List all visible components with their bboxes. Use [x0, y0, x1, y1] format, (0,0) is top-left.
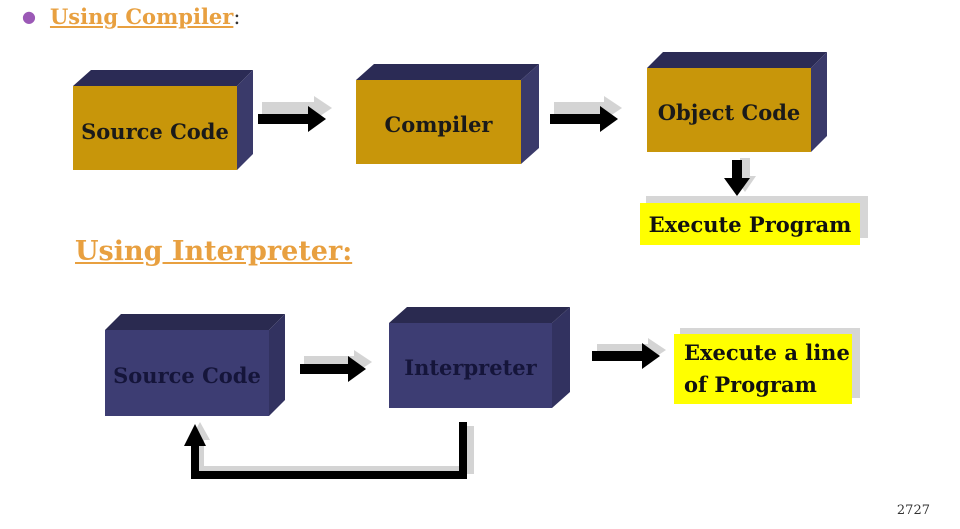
source-code-box-interpreter	[105, 314, 285, 416]
source-code-box-compiler	[73, 70, 253, 170]
object-code-label: Object Code	[657, 99, 801, 125]
arrow-compiler-to-object	[550, 96, 622, 132]
bullet-dot-icon: ●	[22, 7, 36, 26]
page-number: 2727	[896, 503, 930, 518]
compiler-section-title: ● Using Compiler:	[22, 4, 240, 29]
execute-program-box	[640, 196, 868, 245]
interpreter-label: Interpreter	[404, 354, 537, 380]
compiler-label: Compiler	[384, 111, 493, 137]
arrow-source-to-interpreter	[300, 350, 372, 382]
execute-line-text-1: Execute a line	[684, 340, 850, 365]
execute-line-label: Execute a line of Program	[684, 337, 850, 401]
execute-program-label: Execute Program	[648, 211, 852, 237]
compiler-title-text: Using Compiler	[49, 4, 234, 29]
arrow-interpreter-to-execute	[592, 338, 666, 369]
interpreter-section-title: Using Interpreter:	[75, 236, 353, 267]
arrow-loop-back	[184, 422, 474, 479]
arrow-object-to-execute	[724, 158, 756, 196]
compiler-box	[356, 64, 539, 164]
object-code-box	[647, 52, 827, 152]
compiler-title-colon: :	[233, 5, 241, 29]
source-code-label-interpreter: Source Code	[113, 362, 261, 388]
source-code-label-compiler: Source Code	[81, 118, 229, 144]
execute-line-box	[674, 328, 860, 404]
execute-line-text-2: of Program	[684, 372, 817, 397]
interpreter-box	[389, 307, 570, 408]
arrow-source-to-compiler	[258, 96, 332, 132]
